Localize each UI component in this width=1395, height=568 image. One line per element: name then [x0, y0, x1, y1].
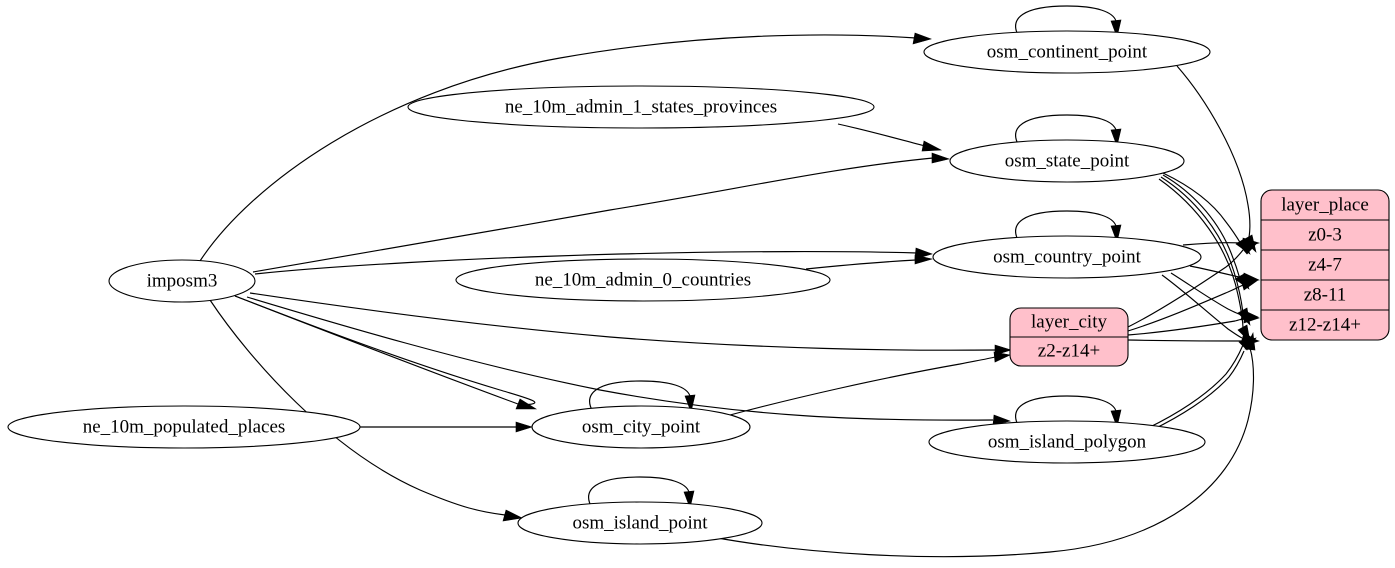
edge-ne-countries-to-osm-country-point [805, 254, 934, 270]
edge-imposm3-to-osm-city-point [234, 295, 538, 410]
edge-layer-city-to-layer-place-z12-z14 [1127, 335, 1260, 347]
record-node-layer-place[interactable]: layer_place z0-3 z4-7 z8-11 z12-z14+ [1260, 189, 1390, 341]
edge-layer-city-to-layer-place-z0-3 [1127, 242, 1258, 328]
edge-osm-city-point-to-layer-city [729, 351, 1011, 416]
node-osm-island-polygon[interactable]: osm_island_polygon [928, 420, 1206, 464]
node-ne-10m-admin-1-states-provinces[interactable]: ne_10m_admin_1_states_provinces [407, 85, 875, 129]
edge-osm-island-point-to-layer-place-z12-z14 [711, 331, 1256, 558]
node-imposm3[interactable]: imposm3 [108, 259, 256, 303]
node-osm-country-point[interactable]: osm_country_point [932, 235, 1202, 279]
edge-imposm3-to-osm-state-point [252, 152, 951, 273]
edges-layer [199, 5, 1261, 558]
node-osm-island-point[interactable]: osm_island_point [517, 501, 763, 545]
node-osm-continent-point[interactable]: osm_continent_point [923, 30, 1211, 74]
node-ne-10m-populated-places[interactable]: ne_10m_populated_places [7, 405, 361, 449]
edge-self-loop-osm-island-point [588, 476, 695, 510]
edge-layer-city-to-layer-place-z4-7 [1127, 279, 1259, 332]
edge-imposm3-to-osm-continent-point [199, 32, 932, 262]
edge-self-loop-osm-city-point [589, 380, 696, 414]
edge-ne-populated-to-osm-city-point [360, 421, 534, 433]
node-osm-state-point[interactable]: osm_state_point [949, 139, 1185, 183]
edge-imposm3-to-layer-city [249, 292, 1013, 356]
nodes-layer: imposm3 ne_10m_admin_1_states_provinces … [7, 30, 1211, 545]
edge-self-loop-osm-state-point [1015, 114, 1122, 148]
edge-osm-state-point-to-layer-place-z0-3 [1162, 172, 1251, 255]
edge-self-loop-osm-island-polygon [1015, 395, 1122, 429]
record-node-layer-city[interactable]: layer_city z2-z14+ [1009, 307, 1129, 367]
edge-self-loop-osm-continent-point [1015, 5, 1122, 39]
edge-ne-states-to-osm-state-point [837, 123, 943, 152]
edge-osm-island-polygon-to-layer-place-z12-z14 [1147, 337, 1257, 431]
edge-layer-city-to-layer-place-z8-11 [1127, 312, 1260, 336]
node-osm-city-point[interactable]: osm_city_point [531, 405, 751, 449]
edge-imposm3-to-osm-island-point [209, 299, 523, 522]
node-ne-10m-admin-0-countries[interactable]: ne_10m_admin_0_countries [455, 258, 831, 302]
edge-self-loop-osm-country-point [1015, 210, 1122, 244]
